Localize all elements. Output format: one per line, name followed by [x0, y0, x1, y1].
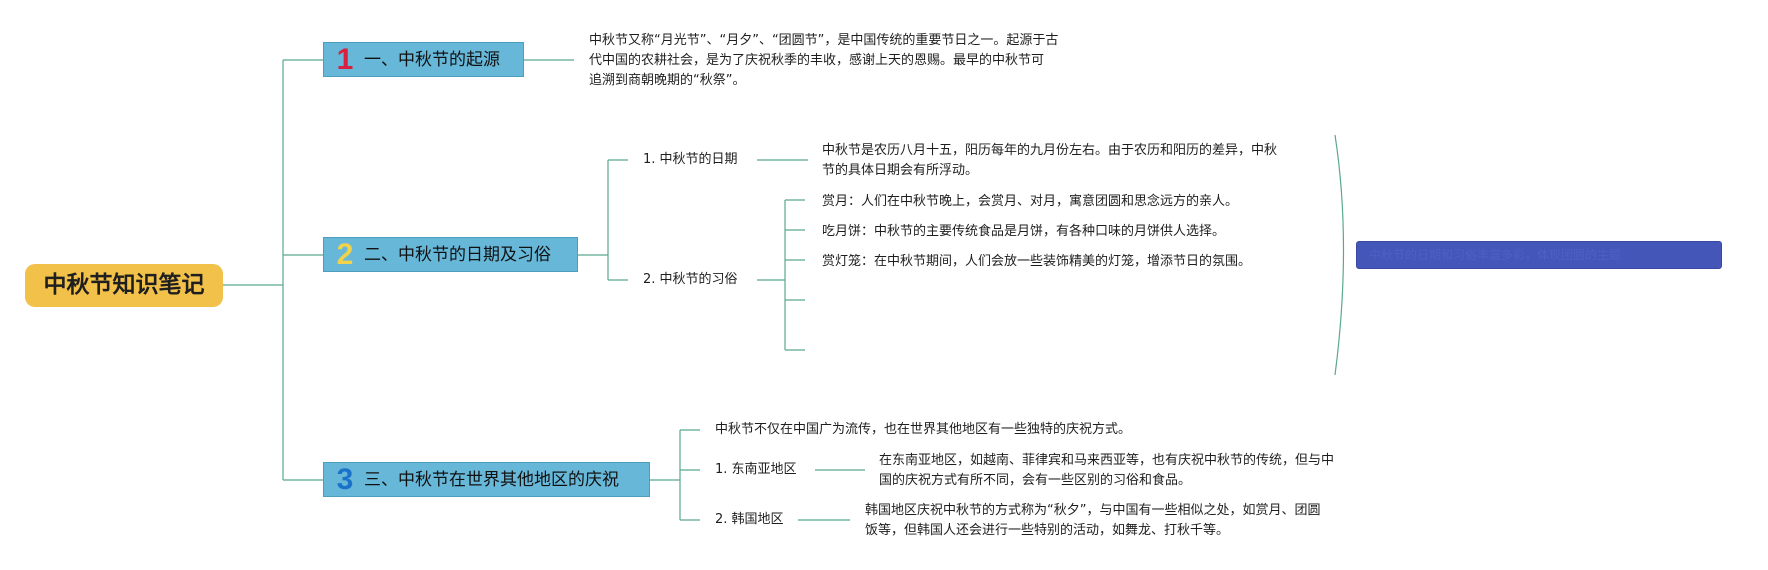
- text-line: 代中国的农耕社会，是为了庆祝秋季的丰收，感谢上天的恩赐。最早的中秋节可: [589, 53, 1045, 68]
- subtopic-korea[interactable]: 2. 韩国地区: [715, 512, 784, 527]
- number-1-icon: 1: [336, 43, 354, 76]
- root-topic[interactable]: 中秋节知识笔记: [25, 264, 223, 307]
- custom-item-lantern[interactable]: 赏灯笼：在中秋节期间，人们会放一些装饰精美的灯笼，增添节日的氛围。: [822, 254, 1252, 269]
- subtopic-customs[interactable]: 2. 中秋节的习俗: [643, 272, 738, 287]
- korea-text: 韩国地区庆祝中秋节的方式称为“秋夕”，与中国有一些相似之处，如赏月、团圆 饭等，…: [865, 501, 1320, 541]
- text-line: 饭等，但韩国人还会进行一些特别的活动，如舞龙、打秋千等。: [865, 523, 1230, 538]
- text-line: 节的具体日期会有所浮动。: [822, 163, 979, 178]
- section-1-text: 中秋节又称“月光节”、“月夕”、“团圆节”，是中国传统的重要节日之一。起源于古 …: [589, 31, 1058, 91]
- text-line: 追溯到商朝晚期的“秋祭”。: [589, 73, 746, 88]
- custom-item-mooncake[interactable]: 吃月饼：中秋节的主要传统食品是月饼，有各种口味的月饼供人选择。: [822, 224, 1226, 239]
- text-line: 在东南亚地区，如越南、菲律宾和马来西亚等，也有庆祝中秋节的传统，但与中: [879, 453, 1335, 468]
- section-1-topic[interactable]: 1 一、中秋节的起源: [323, 42, 524, 77]
- summary-label[interactable]: 中秋节的日期和习俗丰富多彩，体现团圆的主题: [1356, 241, 1722, 269]
- text-line: 国的庆祝方式有所不同，会有一些区别的习俗和食品。: [879, 473, 1192, 488]
- date-text: 中秋节是农历八月十五，阳历每年的九月份左右。由于农历和阳历的差异，中秋 节的具体…: [822, 141, 1277, 181]
- custom-item-moon[interactable]: 赏月：人们在中秋节晚上，会赏月、对月，寓意团圆和思念远方的亲人。: [822, 194, 1239, 209]
- text-line: 中秋节又称“月光节”、“月夕”、“团圆节”，是中国传统的重要节日之一。起源于古: [589, 33, 1059, 48]
- number-2-icon: 2: [336, 238, 354, 271]
- section-1-title: 一、中秋节的起源: [364, 50, 500, 70]
- text-line: 中秋节是农历八月十五，阳历每年的九月份左右。由于农历和阳历的差异，中秋: [822, 143, 1278, 158]
- subtopic-southeast-asia[interactable]: 1. 东南亚地区: [715, 462, 797, 477]
- section-3-topic[interactable]: 3 三、中秋节在世界其他地区的庆祝: [323, 462, 650, 497]
- southeast-asia-text: 在东南亚地区，如越南、菲律宾和马来西亚等，也有庆祝中秋节的传统，但与中 国的庆祝…: [879, 451, 1334, 491]
- section-2-topic[interactable]: 2 二、中秋节的日期及习俗: [323, 237, 578, 272]
- section-3-intro[interactable]: 中秋节不仅在中国广为流传，也在世界其他地区有一些独特的庆祝方式。: [715, 422, 1132, 437]
- text-line: 韩国地区庆祝中秋节的方式称为“秋夕”，与中国有一些相似之处，如赏月、团圆: [865, 503, 1321, 518]
- number-3-icon: 3: [336, 463, 354, 496]
- subtopic-date[interactable]: 1. 中秋节的日期: [643, 152, 738, 167]
- section-2-title: 二、中秋节的日期及习俗: [364, 245, 551, 265]
- section-3-title: 三、中秋节在世界其他地区的庆祝: [364, 470, 619, 490]
